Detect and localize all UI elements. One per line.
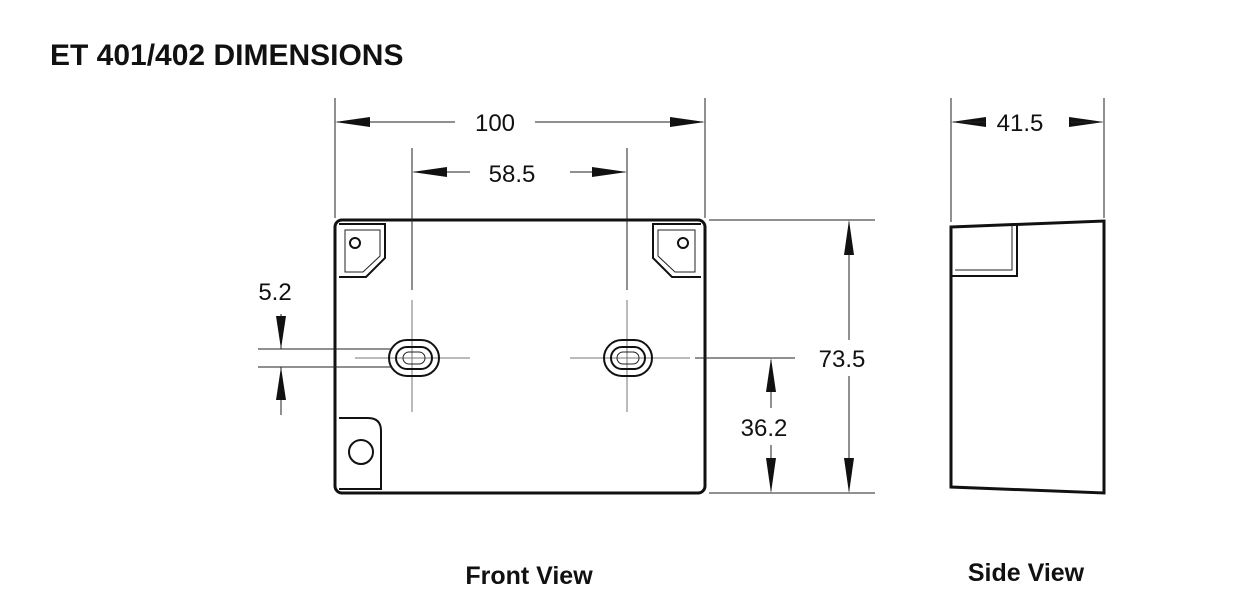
top-left-mounting-tab <box>339 223 386 278</box>
right-terminal-slot <box>603 339 653 377</box>
dimension-overall-height: 73.5 <box>709 219 875 494</box>
left-terminal-slot <box>388 339 440 377</box>
page-title: ET 401/402 DIMENSIONS <box>50 39 403 72</box>
side-view-caption: Side View <box>968 559 1085 587</box>
dimension-slot-spacing: 58.5 <box>411 148 628 290</box>
front-view <box>333 218 707 495</box>
cable-hole <box>348 439 374 465</box>
front-view-caption: Front View <box>465 562 593 590</box>
side-step <box>951 224 1018 277</box>
dimension-label-slot-spacing: 58.5 <box>489 161 536 188</box>
dimension-label-width: 100 <box>475 110 515 137</box>
dimension-overall-width: 100 <box>334 98 706 218</box>
dimension-label-slot-position: 36.2 <box>741 415 788 442</box>
top-right-mounting-tab <box>652 223 701 278</box>
dimension-label-depth: 41.5 <box>997 110 1044 137</box>
side-body-outline <box>949 219 1106 495</box>
mounting-hole <box>677 237 689 249</box>
dimension-depth: 41.5 <box>950 98 1105 222</box>
bottom-left-cable-clamp <box>339 417 382 490</box>
front-body-outline <box>333 218 707 495</box>
side-view <box>949 219 1106 495</box>
dimension-slot-height: 5.2 <box>258 279 392 415</box>
dimension-slot-position: 36.2 <box>695 357 795 493</box>
dimension-label-slot-height: 5.2 <box>258 279 291 306</box>
dimension-label-overall-height: 73.5 <box>819 346 866 373</box>
mounting-hole <box>349 237 361 249</box>
